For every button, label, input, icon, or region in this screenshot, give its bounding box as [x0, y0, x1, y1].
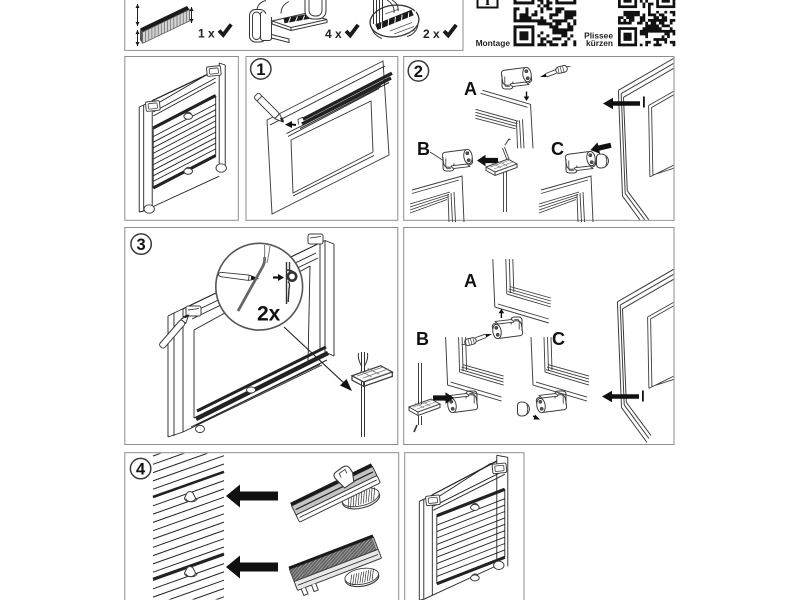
svg-text:1: 1	[256, 61, 265, 79]
svg-text:3: 3	[137, 236, 146, 254]
svg-text:2: 2	[414, 63, 423, 81]
svg-text:4 x: 4 x	[325, 27, 342, 41]
svg-text:2x: 2x	[257, 303, 281, 326]
svg-text:A: A	[464, 271, 477, 291]
svg-text:1 x: 1 x	[198, 27, 215, 41]
svg-text:Montage: Montage	[476, 38, 511, 48]
svg-text:A: A	[464, 79, 477, 99]
svg-text:2 x: 2 x	[423, 27, 440, 41]
svg-text:4: 4	[136, 461, 146, 479]
svg-text:Plissee: Plissee	[584, 30, 613, 40]
svg-text:B: B	[416, 329, 429, 349]
svg-text:B: B	[417, 139, 430, 159]
svg-text:kürzen: kürzen	[586, 38, 613, 48]
svg-text:C: C	[552, 329, 565, 349]
svg-text:i: i	[485, 0, 490, 9]
svg-text:C: C	[551, 139, 564, 159]
